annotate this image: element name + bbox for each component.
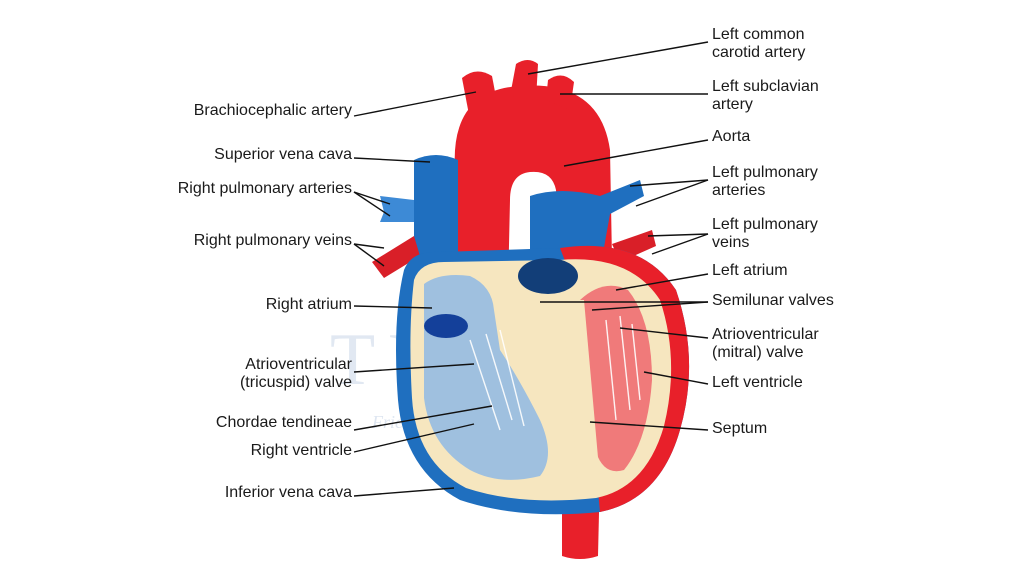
leader-right-pulmonary-veins-2 [353,243,385,267]
label-right-pulmonary-veins: Right pulmonary veins [193,232,352,249]
label-av-mitral-line1: Atrioventricular [712,326,819,343]
leader-left-pulmonary-veins-1 [647,233,709,237]
leader-brachiocephalic [353,91,477,117]
leader-left-pulmonary-veins-2 [651,233,709,255]
label-right-atrium: Right atrium [265,296,352,313]
leader-semilunar-2 [591,301,709,311]
label-left-common-carotid-line1: Left common [712,26,805,43]
label-left-pulmonary-arteries-line2: arteries [712,182,766,199]
leader-inferior-vena-cava [353,487,455,497]
pulmonary-trunk [530,180,644,270]
label-right-pulmonary-arteries: Right pulmonary arteries [177,180,352,197]
leader-right-atrium [353,305,433,309]
label-av-mitral-line2: (mitral) valve [712,344,804,361]
leader-septum [589,421,709,431]
leader-tricuspid [353,363,475,373]
label-chordae-tendineae: Chordae tendineae [215,414,352,431]
leader-right-pulmonary-veins-1 [353,243,385,249]
label-left-pulmonary-veins-line2: veins [712,234,750,251]
label-left-pulmonary-arteries: Left pulmonary arteries [712,164,818,200]
label-superior-vena-cava: Superior vena cava [214,146,352,163]
label-left-subclavian-line1: Left subclavian [712,78,819,95]
semilunar-opening [518,258,578,294]
label-aorta: Aorta [712,128,751,145]
label-av-tricuspid-valve: Atrioventricular (tricuspid) valve [240,356,352,392]
label-left-common-carotid-line2: carotid artery [712,44,806,61]
label-av-tricuspid-line2: (tricuspid) valve [239,374,352,391]
label-left-atrium: Left atrium [712,262,788,279]
label-left-pulmonary-veins: Left pulmonary veins [712,216,818,252]
left-common-carotid [510,60,538,100]
right-pulmonary-veins [372,236,420,278]
leader-right-pulmonary-arteries-1 [353,191,391,205]
leader-superior-vena-cava [353,157,431,163]
label-left-subclavian-artery: Left subclavian artery [712,78,819,114]
leader-left-pulmonary-arteries-2 [635,179,709,207]
septum [562,300,600,488]
label-left-pulmonary-arteries-line1: Left pulmonary [712,164,818,181]
tricuspid-opening [424,314,468,338]
leader-left-common-carotid [527,41,709,75]
leader-aorta [563,139,709,167]
leader-left-pulmonary-arteries-1 [629,179,709,187]
leader-left-atrium [615,273,709,291]
label-right-ventricle: Right ventricle [250,442,352,459]
chordae-tendineae [469,315,641,431]
label-inferior-vena-cava: Inferior vena cava [224,484,352,501]
label-av-mitral-valve: Atrioventricular (mitral) valve [712,326,819,362]
label-semilunar-valves: Semilunar valves [712,292,834,309]
label-brachiocephalic-artery: Brachiocephalic artery [193,102,352,119]
label-left-pulmonary-veins-line1: Left pulmonary [712,216,818,233]
label-left-common-carotid-artery: Left common carotid artery [712,26,805,62]
label-left-ventricle: Left ventricle [712,374,803,391]
label-left-subclavian-line2: artery [712,96,753,113]
leader-right-pulmonary-arteries-2 [353,191,391,217]
label-septum: Septum [712,420,768,437]
label-av-tricuspid-line1: Atrioventricular [245,356,352,373]
leader-left-ventricle [643,371,709,385]
brachiocephalic-artery [462,71,500,120]
leader-right-ventricle [353,423,475,453]
left-subclavian [546,75,574,110]
leader-mitral [619,327,709,339]
leader-chordae [353,405,493,431]
